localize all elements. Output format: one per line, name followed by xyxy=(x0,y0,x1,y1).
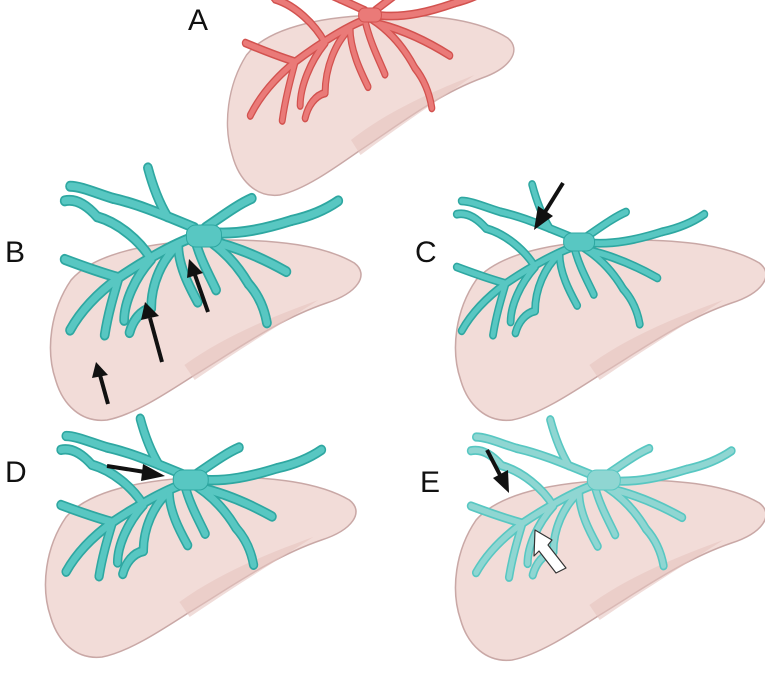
liver-b xyxy=(49,168,362,422)
panel-label-e: E xyxy=(420,466,440,499)
hilum-d xyxy=(172,469,209,491)
liver-e xyxy=(454,420,765,662)
hilum-c xyxy=(563,232,596,252)
arrow-b-2 xyxy=(141,302,164,363)
liver-d xyxy=(44,419,357,659)
panel-label-c: C xyxy=(415,236,437,269)
arrow-b-1 xyxy=(92,362,110,405)
hilum-b xyxy=(185,224,222,248)
hilum-e xyxy=(586,469,621,491)
panel-label-d: D xyxy=(5,456,27,489)
arrow-d xyxy=(106,464,165,481)
arrow-c xyxy=(534,181,565,230)
liver-c xyxy=(456,185,765,422)
arrow-e-black xyxy=(485,449,509,493)
hilum-a xyxy=(358,7,382,23)
panel-label-b: B xyxy=(5,236,25,269)
arrow-b-3 xyxy=(187,259,210,313)
liver-a xyxy=(226,0,515,197)
panel-label-a: A xyxy=(188,4,208,37)
arrow-e-white xyxy=(533,529,567,574)
